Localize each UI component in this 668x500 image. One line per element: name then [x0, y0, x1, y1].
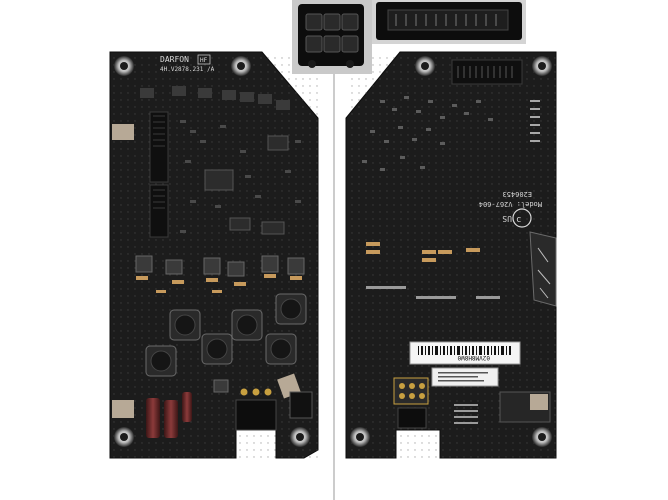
cert-mark: US — [502, 214, 512, 223]
power-connector-pads — [393, 377, 429, 405]
mounting-hole-icon — [532, 427, 552, 447]
tape-piece — [530, 394, 548, 410]
ribbon-connector — [149, 111, 169, 183]
mounting-hole-icon — [231, 56, 251, 76]
ul-cert-icon: c — [512, 208, 532, 228]
mounting-hole-icon — [415, 56, 435, 76]
ribbon-connector — [149, 184, 169, 238]
file-number-text: E206453 — [502, 190, 532, 198]
transistor-row-top — [140, 86, 290, 110]
tape-piece — [112, 124, 134, 140]
barcode — [418, 346, 511, 355]
connector-inset — [292, 0, 526, 74]
tape-piece — [112, 400, 134, 418]
tape-piece — [529, 231, 557, 307]
ribbon-connector — [451, 59, 523, 85]
mounting-hole-icon — [114, 56, 134, 76]
mounting-hole-icon — [114, 427, 134, 447]
mounting-hole-icon — [532, 56, 552, 76]
mounting-hole-icon — [350, 427, 370, 447]
svg-text:c: c — [516, 215, 521, 225]
mounting-hole-icon — [290, 427, 310, 447]
left-board: DARFON HF 4H.V2878.231 /A — [109, 51, 319, 459]
capacitor-group — [146, 392, 192, 438]
controller-ic — [204, 169, 234, 191]
model-text: Model: V267-604 — [479, 200, 542, 208]
right-board: Model: V267-604 E206453 c US — [345, 51, 557, 459]
brand-silkscreen: DARFON — [160, 55, 189, 64]
part-number-silkscreen: 4H.V2878.231 /A — [160, 66, 215, 73]
inductor-group — [145, 293, 307, 377]
power-connector — [235, 399, 277, 431]
brand-badge: HF — [200, 57, 208, 64]
connector-icon — [298, 4, 364, 66]
transistor-row-middle — [135, 255, 305, 277]
brand-badge-box — [197, 54, 211, 65]
barcode-text: 02VM8H8W0 — [457, 354, 490, 361]
